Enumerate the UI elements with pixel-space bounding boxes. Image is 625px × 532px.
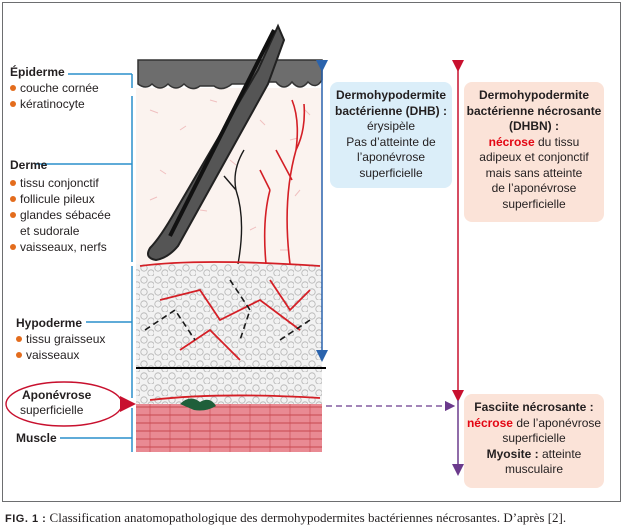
bullet-icon bbox=[10, 196, 16, 202]
derme-item-continued: et sudorale bbox=[20, 224, 80, 238]
hypoderme-label: Hypoderme bbox=[16, 316, 83, 330]
aponevrose-label-2: superficielle bbox=[20, 403, 84, 417]
fasciite-line: nécrose de l’aponévrose bbox=[466, 415, 602, 430]
derme-label: Derme bbox=[10, 158, 48, 172]
epiderme-item: couche cornée bbox=[10, 81, 99, 96]
dermal-nerves bbox=[223, 149, 245, 265]
bullet-icon bbox=[10, 180, 16, 186]
derme-item: vaisseaux, nerfs bbox=[10, 240, 107, 255]
derme-item: tissu conjonctif bbox=[10, 176, 99, 191]
epiderme-label: Épiderme bbox=[10, 65, 65, 79]
hair-shaft bbox=[168, 29, 276, 237]
dhb-title-2: bactérienne (DHB) : bbox=[334, 103, 447, 118]
dhb-line: superficielle bbox=[359, 165, 423, 180]
hypodermal-nerves bbox=[144, 279, 311, 341]
fasciite-box: Fasciite nécrosante : nécrose de l’aponé… bbox=[464, 394, 604, 488]
myosite-line: Myosite : atteinte bbox=[486, 446, 582, 461]
bullet-icon bbox=[10, 101, 16, 107]
dhbn-line: adipeux et conjonctif bbox=[479, 150, 589, 164]
dhbn-title-1: Dermohypodermite bbox=[478, 88, 590, 102]
hypoderme-item: tissu graisseux bbox=[16, 332, 105, 347]
fasciite-line: musculaire bbox=[504, 462, 564, 476]
bullet-icon bbox=[16, 352, 22, 358]
dhb-line: Pas d’atteinte de bbox=[346, 134, 436, 149]
dhbn-line: superficielle bbox=[502, 196, 566, 211]
dermal-vessels bbox=[259, 99, 306, 265]
hypoderme-item: vaisseaux bbox=[16, 348, 79, 363]
bullet-icon bbox=[10, 212, 16, 218]
figure-frame bbox=[2, 2, 621, 502]
aponevrose-label: Aponévrose bbox=[22, 388, 92, 402]
fascia-lesion bbox=[180, 398, 216, 411]
fasciite-title: Fasciite nécrosante : bbox=[474, 400, 594, 414]
fasciite-line: superficielle bbox=[502, 431, 566, 445]
dhbn-box: Dermohypodermite bactérienne nécrosante … bbox=[464, 82, 604, 222]
left-brackets bbox=[36, 73, 133, 452]
dhb-title-1: Dermohypodermite bbox=[335, 88, 447, 102]
derme-item: follicule pileux bbox=[10, 192, 95, 207]
muscle-label: Muscle bbox=[16, 431, 57, 445]
derme-item: glandes sébacée bbox=[10, 208, 111, 223]
bullet-icon bbox=[10, 85, 16, 91]
dhbn-line: de l’aponévrose bbox=[491, 181, 577, 195]
hypodermal-vessels bbox=[139, 261, 321, 401]
figure-caption: FIG. 1 : Classification anatomopathologi… bbox=[5, 510, 566, 526]
epiderme-item: kératinocyte bbox=[10, 97, 85, 112]
dhbn-line: mais sans atteinte bbox=[485, 165, 583, 180]
dhb-line: l’aponévrose bbox=[356, 150, 426, 164]
dhbn-title-2: bactérienne nécrosante bbox=[466, 103, 602, 118]
caption-text: Classification anatomopathologique des d… bbox=[46, 510, 567, 525]
dhbn-title-3: (DHBN) : bbox=[509, 119, 559, 133]
dhb-box: Dermohypodermite bactérienne (DHB) : éry… bbox=[330, 82, 452, 188]
dhb-line: érysipèle bbox=[366, 119, 416, 133]
dhbn-line: nécrose du tissu bbox=[488, 134, 580, 149]
bullet-icon bbox=[16, 336, 22, 342]
figure-number: FIG. 1 : bbox=[5, 513, 47, 525]
muscle-layer bbox=[136, 404, 322, 452]
epidermis-layer bbox=[137, 59, 323, 90]
bullet-icon bbox=[10, 244, 16, 250]
